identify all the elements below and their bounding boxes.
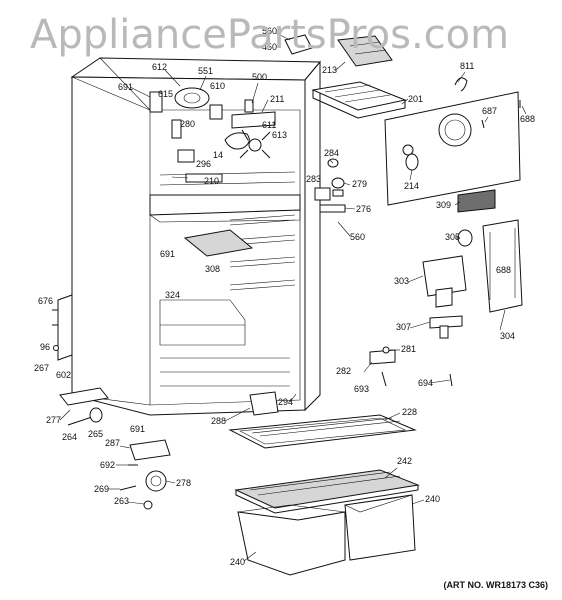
callout: 287 [105,438,120,448]
callout: 263 [114,496,129,506]
callout: 811 [460,61,474,71]
callout: 304 [500,331,515,341]
callout: 450 [262,42,277,52]
callout: 691 [160,249,175,259]
evaporator-fan-parts [149,87,276,183]
callout: 693 [354,384,369,394]
callout: 309 [436,200,451,210]
callout: 500 [252,72,267,82]
control-box-303 [422,255,467,297]
callout: 324 [165,290,180,300]
callout: 613 [272,130,287,140]
leader-lines [59,32,527,562]
housing-304 [482,219,523,313]
callout: 281 [401,344,416,354]
crisper-drawer-left-240 [237,511,346,576]
callout: 687 [482,106,497,116]
callout: 694 [418,378,433,388]
shelves-and-crispers [228,414,420,576]
callout: 242 [397,456,412,466]
callout: 214 [404,181,419,191]
callout: 612 [152,62,167,72]
glass-shelf-228 [228,414,417,449]
callout: 676 [38,296,53,306]
callout: 560 [262,26,277,36]
callout: 303 [394,276,409,286]
callout: 308 [205,264,220,274]
callout: 688 [496,265,511,275]
callout: 276 [356,204,371,214]
callout: 305 [445,232,460,242]
ice-tray-213 [337,35,393,67]
callout: 296 [196,159,211,169]
callout: 267 [34,363,49,373]
callout: 280 [180,119,195,129]
cabinet-assembly [70,57,322,416]
callout: 269 [94,484,109,494]
label-309 [457,189,496,213]
callout: 277 [46,415,61,425]
callout: 307 [396,322,411,332]
shelf-308 [183,229,254,257]
callout: 96 [40,342,50,352]
art-number-label: (ART NO. WR18173 C36) [443,580,548,590]
callout: 688 [520,114,535,124]
wire-shelf-212 [311,81,407,111]
callout: 602 [56,370,71,380]
crisper-drawer-right-240 [344,494,416,561]
callout: 283 [306,174,321,184]
callout: 265 [88,429,103,439]
callout: 691 [118,82,133,92]
callout: 201 [408,94,423,104]
callout: 615 [158,89,173,99]
callout: 264 [62,432,77,442]
callout: 692 [100,460,115,470]
control-parts [314,158,523,387]
callout: 610 [210,81,225,91]
callout: 551 [198,66,213,76]
callout: 611 [262,120,276,130]
callout: 211 [270,94,284,104]
callout: 691 [130,424,145,434]
callout: 279 [352,179,367,189]
watermark-logo-text: AppliancePartsPros.com [30,12,510,58]
callout: 228 [402,407,417,417]
callout: 278 [176,478,191,488]
left-side-parts [52,294,279,510]
callout: 284 [324,148,339,158]
callout: 560 [350,232,365,242]
callout: 213 [322,65,337,75]
callout: 240 [425,494,440,504]
callout: 14 [213,150,223,160]
callout-labels: 560 450 213 811 201 687 688 612 551 500 … [34,26,535,567]
callout: 282 [336,366,351,376]
callout: 240 [230,557,245,567]
callout: 294 [278,397,293,407]
callout: 288 [211,416,226,426]
callout: 210 [204,176,219,186]
